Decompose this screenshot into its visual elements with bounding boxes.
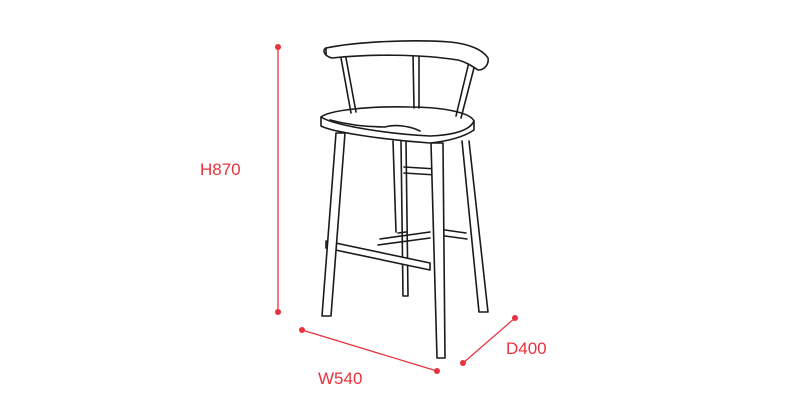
- side-stretchers: [377, 231, 431, 246]
- height-endpoint-top: [275, 44, 281, 50]
- height-dimension: H870: [200, 44, 281, 315]
- depth-endpoint-right: [512, 315, 518, 321]
- depth-dimension-line: [462, 317, 516, 364]
- depth-dimension: D400: [460, 315, 547, 366]
- width-endpoint-right: [434, 368, 440, 374]
- back-spindles: [340, 53, 476, 119]
- height-endpoint-bottom: [275, 309, 281, 315]
- front-legs: [321, 132, 446, 359]
- front-stretcher: [325, 240, 431, 271]
- seat: [320, 106, 475, 144]
- width-dimension: W540: [299, 327, 440, 388]
- height-label: H870: [200, 160, 241, 179]
- depth-endpoint-left: [460, 360, 466, 366]
- depth-label: D400: [506, 339, 547, 358]
- width-label: W540: [318, 369, 362, 388]
- stool-drawing: [320, 40, 489, 359]
- back-rail: [323, 40, 489, 71]
- width-endpoint-left: [299, 327, 305, 333]
- back-legs: [392, 140, 489, 313]
- width-dimension-line: [301, 329, 438, 372]
